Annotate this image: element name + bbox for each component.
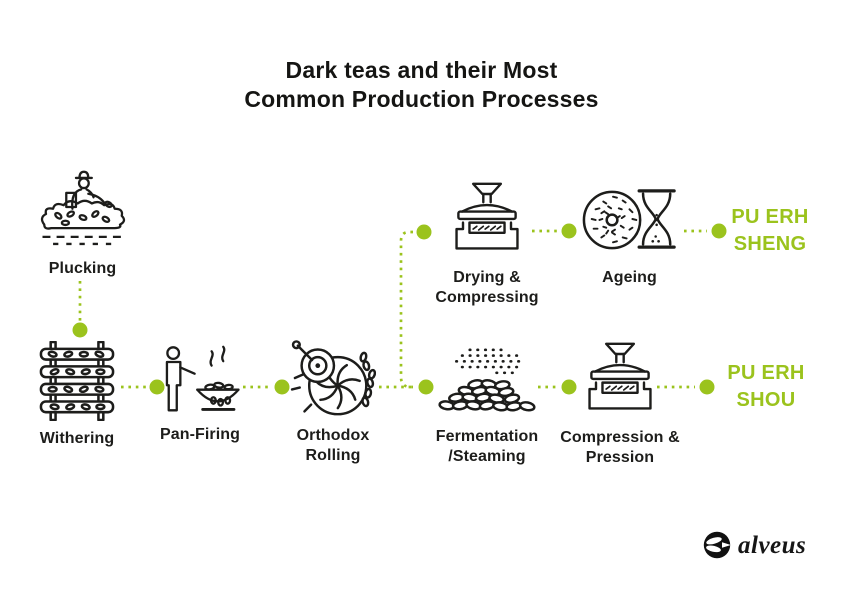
flow-dot [699,379,715,395]
brand-wordmark: alveus [738,531,807,559]
alveus-logo-icon [703,531,731,559]
node-label-withering: Withering [39,430,115,447]
rolling-machine-icon [290,340,376,418]
output-pu-erh-shou: PU ERH SHOU [727,362,805,411]
node-label-fermentation: Fermentation /Steaming [435,428,539,465]
node-label-compression-pression: Compression & Pression [560,429,680,466]
flow-dot [561,223,577,239]
node-label-ageing: Ageing [602,269,657,286]
node-label-pan-firing: Pan-Firing [159,426,241,443]
node-drying-compressing: Drying & Compressing [432,182,542,307]
node-fermentation: Fermentation /Steaming [432,346,542,466]
flow-dot [416,224,432,240]
brand-block: alveus [703,529,806,561]
title-line-2: Common Production Processes [244,86,599,112]
connector-orthodox-drying-branch [399,230,413,389]
flow-dot [72,322,88,338]
fermenting-pile-icon [437,346,537,413]
tea-press-icon [583,342,657,414]
tea-cake-hourglass-icon [582,184,677,254]
output-pu-erh-sheng: PU ERH SHENG [731,206,809,255]
node-label-drying-compressing: Drying & Compressing [435,269,539,306]
pan-firing-wok-icon [158,341,242,417]
node-plucking: Plucking [35,170,130,279]
node-compression-pression: Compression & Pression [555,342,685,467]
node-orthodox-rolling: Orthodox Rolling [283,340,383,465]
node-ageing: Ageing [577,184,682,288]
withering-rack-icon [39,341,115,421]
tea-plucking-icon [37,170,129,251]
page-title: Dark teas and their Most Common Producti… [0,56,843,114]
node-pan-firing: Pan-Firing [150,341,250,445]
title-line-1: Dark teas and their Most [285,57,558,83]
node-withering: Withering [27,341,127,449]
node-label-orthodox-rolling: Orthodox Rolling [296,427,370,464]
tea-press-icon [450,182,524,254]
node-label-plucking: Plucking [48,260,117,277]
